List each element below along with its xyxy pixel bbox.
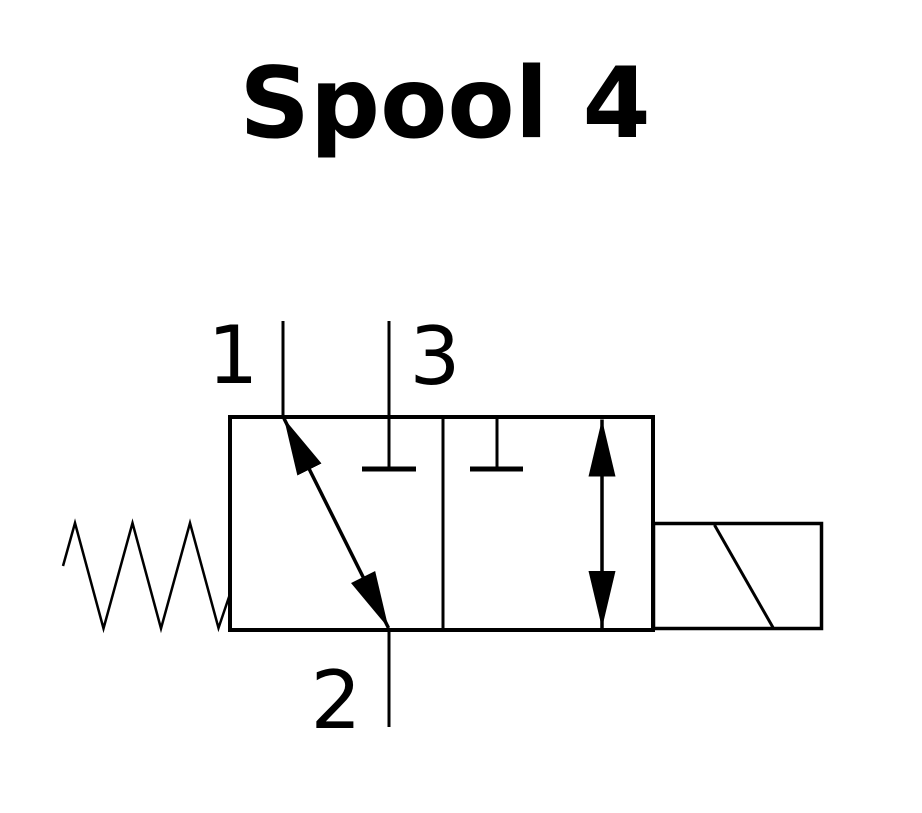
solenoid-actuator-icon [651,521,824,631]
port-2-label: 2 [311,654,362,747]
port-3-label: 3 [410,310,461,403]
blocked-port-right-icon [470,419,523,472]
flow-path-arrow-1-to-2-icon [282,417,391,629]
solenoid-diagonal-line [713,524,775,629]
diagram-title: Spool 4 [239,47,650,161]
solenoid-box [651,521,824,631]
port-1-label: 1 [208,309,259,402]
spring-return-icon [61,518,232,634]
